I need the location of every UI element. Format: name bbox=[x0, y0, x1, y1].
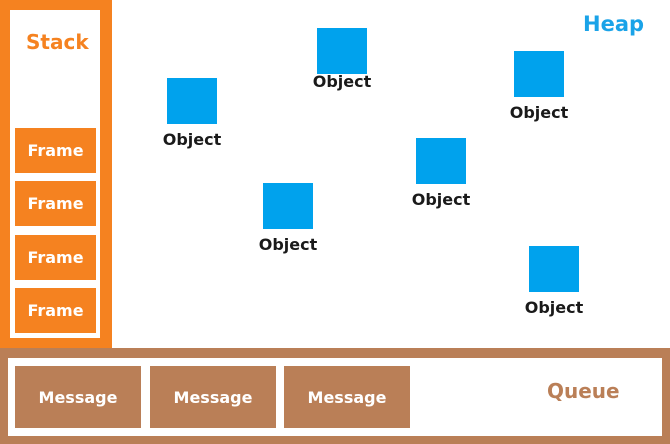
object-box bbox=[317, 28, 367, 74]
object-box bbox=[263, 183, 313, 229]
object-box bbox=[514, 51, 564, 97]
queue-message: Message bbox=[15, 366, 141, 428]
queue-message: Message bbox=[150, 366, 276, 428]
heap-object: Object bbox=[160, 78, 224, 149]
object-label: Object bbox=[509, 103, 569, 122]
queue-container: Message Message Message Queue bbox=[0, 348, 670, 444]
queue-title: Queue bbox=[547, 379, 620, 403]
object-label: Object bbox=[162, 130, 222, 149]
stack-frame: Frame bbox=[15, 288, 96, 333]
heap-object: Object bbox=[522, 246, 586, 317]
stack-title: Stack bbox=[26, 30, 89, 54]
object-label: Object bbox=[312, 72, 372, 91]
object-label: Object bbox=[411, 190, 471, 209]
queue-message: Message bbox=[284, 366, 410, 428]
object-label: Object bbox=[258, 235, 318, 254]
stack-frame: Frame bbox=[15, 181, 96, 226]
heap-object: Object bbox=[256, 183, 320, 254]
heap-object: Object bbox=[310, 28, 374, 91]
stack-inner bbox=[10, 10, 100, 338]
object-box bbox=[416, 138, 466, 184]
object-box bbox=[167, 78, 217, 124]
object-label: Object bbox=[524, 298, 584, 317]
stack-frame: Frame bbox=[15, 235, 96, 280]
heap-title: Heap bbox=[583, 12, 645, 36]
heap-object: Object bbox=[507, 51, 571, 122]
object-box bbox=[529, 246, 579, 292]
heap-object: Object bbox=[409, 138, 473, 209]
stack-frame: Frame bbox=[15, 128, 96, 173]
